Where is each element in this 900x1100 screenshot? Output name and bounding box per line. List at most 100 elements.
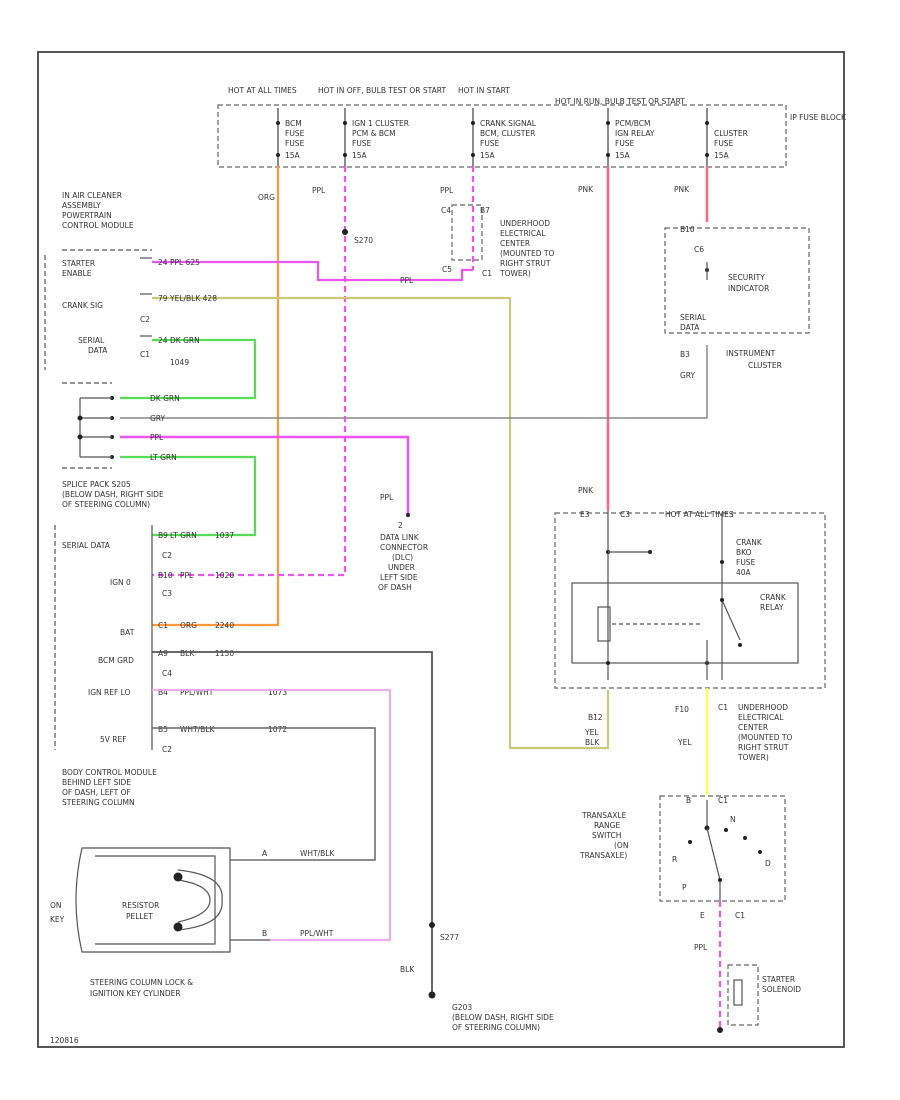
ignition-key-cylinder: ON KEY RESISTOR PELLET A B WHT/BLK PPL/W… (50, 847, 335, 998)
svg-text:1150: 1150 (215, 649, 234, 658)
diagram-border (37, 51, 845, 1048)
fuse-crank-signal: CRANK SIGNAL BCM, CLUSTER FUSE 15A (471, 108, 537, 166)
svg-text:C1: C1 (718, 703, 728, 712)
svg-text:TRANSAXLE): TRANSAXLE) (579, 851, 627, 860)
svg-text:79: 79 (158, 294, 168, 303)
svg-text:POWERTRAIN: POWERTRAIN (62, 211, 112, 220)
svg-text:PELLET: PELLET (126, 912, 153, 921)
svg-text:IGN 1 CLUSTER: IGN 1 CLUSTER (352, 119, 409, 128)
wire-whtblk-5v-ref (152, 727, 376, 861)
svg-text:PPL: PPL (694, 943, 708, 952)
hot-in-start-label: HOT IN START (458, 86, 510, 95)
wire-ltgrn-bcm-serial (120, 455, 257, 537)
svg-text:FUSE: FUSE (352, 139, 372, 148)
svg-text:FUSE: FUSE (736, 558, 756, 567)
svg-text:PPL: PPL (400, 276, 414, 285)
svg-text:RANGE: RANGE (594, 821, 620, 830)
svg-text:5V REF: 5V REF (100, 735, 127, 744)
svg-text:15A: 15A (285, 151, 301, 160)
svg-text:DK GRN: DK GRN (150, 394, 180, 403)
svg-text:ENABLE: ENABLE (62, 269, 92, 278)
instrument-cluster: B10 C6 SECURITY INDICATOR SERIAL DATA IN… (664, 225, 810, 370)
svg-text:FUSE: FUSE (285, 139, 305, 148)
wire-ppl-ign0 (152, 166, 347, 577)
svg-text:SOLENOID: SOLENOID (762, 985, 801, 994)
svg-text:CLUSTER: CLUSTER (748, 361, 782, 370)
svg-text:BCM GRD: BCM GRD (98, 656, 134, 665)
svg-text:ELECTRICAL: ELECTRICAL (738, 713, 784, 722)
svg-text:IGNITION KEY CYLINDER: IGNITION KEY CYLINDER (90, 989, 181, 998)
svg-text:B12: B12 (588, 713, 603, 722)
wire-gry-cluster-serial (120, 345, 708, 419)
svg-text:SERIAL: SERIAL (680, 313, 707, 322)
svg-text:B4: B4 (158, 688, 168, 697)
svg-text:FUSE: FUSE (615, 139, 635, 148)
svg-text:UNDERHOOD: UNDERHOOD (500, 219, 550, 228)
svg-text:C2: C2 (162, 745, 172, 754)
svg-text:YEL: YEL (584, 728, 599, 737)
svg-text:S270: S270 (354, 236, 373, 245)
svg-text:LEFT SIDE: LEFT SIDE (380, 573, 418, 582)
svg-text:(DLC): (DLC) (392, 553, 413, 562)
svg-text:STEERING COLUMN: STEERING COLUMN (62, 798, 135, 807)
svg-text:DATA: DATA (88, 346, 108, 355)
svg-text:15A: 15A (714, 151, 730, 160)
svg-text:C4: C4 (441, 206, 451, 215)
svg-text:RESISTOR: RESISTOR (122, 901, 159, 910)
svg-text:A: A (262, 849, 268, 858)
diagram-code: 120816 (50, 1036, 79, 1045)
hot-at-all-times-label: HOT AT ALL TIMES (228, 86, 297, 95)
underhood-electrical-center-top (451, 204, 483, 261)
body-control-module: SERIAL DATA IGN 0 BAT BCM GRD IGN REF LO… (54, 525, 287, 807)
svg-text:SECURITY: SECURITY (728, 273, 765, 282)
wire-dkgrn-pcm-serial (120, 338, 257, 400)
svg-text:CRANK SIGNAL: CRANK SIGNAL (480, 119, 537, 128)
svg-text:PCM/BCM: PCM/BCM (615, 119, 650, 128)
svg-text:BKO: BKO (736, 548, 752, 557)
svg-text:LT GRN: LT GRN (150, 453, 177, 462)
svg-text:PPL/WHT: PPL/WHT (300, 929, 334, 938)
svg-text:STEERING COLUMN LOCK &: STEERING COLUMN LOCK & (90, 978, 193, 987)
svg-text:BLK: BLK (400, 965, 415, 974)
svg-text:PCM & BCM: PCM & BCM (352, 129, 396, 138)
svg-text:PPL 625: PPL 625 (170, 258, 200, 267)
svg-text:C3: C3 (620, 510, 630, 519)
svg-text:B10: B10 (158, 571, 173, 580)
svg-text:IN AIR CLEANER: IN AIR CLEANER (62, 191, 122, 200)
svg-text:SERIAL: SERIAL (78, 336, 105, 345)
fuse-pcm-bcm-ign-relay: PCM/BCM IGN RELAY FUSE 15A (606, 108, 655, 166)
underhood-electrical-center-bottom-label: F10 C1 UNDERHOOD ELECTRICAL CENTER (MOUN… (675, 703, 792, 762)
svg-text:E: E (700, 911, 705, 920)
svg-text:SERIAL DATA: SERIAL DATA (62, 541, 111, 550)
fuse-ign1-cluster: IGN 1 CLUSTER PCM & BCM FUSE 15A (343, 108, 409, 166)
splice-s277 (429, 922, 435, 928)
svg-text:SWITCH: SWITCH (592, 831, 621, 840)
svg-text:INDICATOR: INDICATOR (728, 284, 769, 293)
svg-text:PPL: PPL (150, 433, 164, 442)
svg-text:BLK: BLK (585, 738, 600, 747)
hot-in-off-label: HOT IN OFF, BULB TEST OR START (318, 86, 446, 95)
svg-text:B7: B7 (480, 206, 490, 215)
svg-text:B: B (262, 929, 267, 938)
underhood-electrical-center-top-label: UNDERHOOD ELECTRICAL CENTER (MOUNTED TO … (499, 219, 554, 278)
svg-text:UNDER: UNDER (388, 563, 415, 572)
starter-solenoid: STARTER SOLENOID (717, 964, 801, 1033)
svg-text:(BELOW DASH, RIGHT SIDE: (BELOW DASH, RIGHT SIDE (452, 1013, 554, 1022)
svg-text:OF STEERING COLUMN): OF STEERING COLUMN) (62, 500, 150, 509)
wire-org-bat (152, 166, 280, 627)
svg-text:C1: C1 (158, 621, 168, 630)
fuse-bcm: BCM FUSE FUSE 15A (276, 108, 305, 166)
svg-text:PPL: PPL (440, 186, 454, 195)
svg-text:F10: F10 (675, 705, 689, 714)
svg-text:UNDERHOOD: UNDERHOOD (738, 703, 788, 712)
svg-text:YEL/BLK 428: YEL/BLK 428 (169, 294, 217, 303)
svg-text:RIGHT STRUT: RIGHT STRUT (738, 743, 789, 752)
svg-text:N: N (730, 815, 736, 824)
svg-text:(ON: (ON (614, 841, 628, 850)
svg-text:PPL: PPL (180, 571, 194, 580)
svg-text:CONTROL MODULE: CONTROL MODULE (62, 221, 134, 230)
svg-text:CRANK: CRANK (760, 593, 787, 602)
svg-text:24: 24 (158, 258, 168, 267)
svg-text:TRANSAXLE: TRANSAXLE (581, 811, 627, 820)
